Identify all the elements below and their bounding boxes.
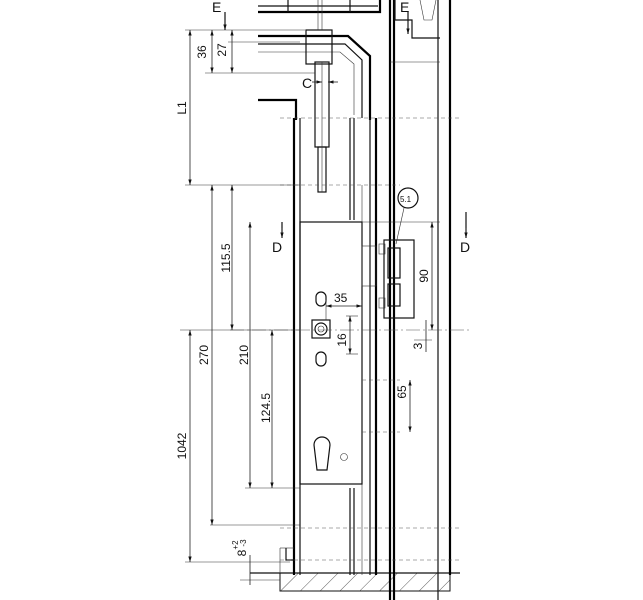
- dim-l1: L1: [175, 101, 189, 115]
- section-mark-e-left: E: [212, 0, 227, 30]
- rail-rod: [314, 61, 330, 193]
- dim-115-5: 115.5: [219, 243, 233, 272]
- dim-90: 90: [417, 269, 431, 283]
- section-mark-e-right: E: [400, 0, 410, 34]
- section-mark-d-left: D: [272, 222, 284, 255]
- section-label-d-left: D: [272, 239, 282, 255]
- callout-5-1: 5.1: [395, 187, 419, 245]
- dim-16: 16: [335, 333, 349, 347]
- dim-36: 36: [195, 45, 209, 59]
- extension-lines: [180, 29, 440, 581]
- dim-124-5: 124.5: [259, 393, 273, 423]
- section-label-e-left: E: [212, 0, 221, 15]
- dim-8: 8: [235, 549, 249, 556]
- dim-65: 65: [395, 385, 409, 399]
- strike-plate: [378, 239, 415, 319]
- dim-8-tol-minus: -3: [239, 539, 248, 547]
- dim-270: 270: [197, 345, 211, 365]
- top-frame: [258, 0, 452, 600]
- dim-8-tol-plus: +2: [231, 540, 240, 550]
- dim-210: 210: [237, 345, 251, 365]
- dim-35: 35: [334, 291, 348, 305]
- callout-label: 5.1: [400, 195, 412, 204]
- dimension-labels: 36 27 L1 115.5 270 210 124.5 1042 16 90 …: [175, 43, 431, 556]
- dim-27: 27: [215, 43, 229, 57]
- dimension-lines: [188, 30, 434, 585]
- dim-3: 3: [411, 342, 425, 349]
- section-mark-d-right: D: [460, 212, 470, 255]
- section-label-d-right: D: [460, 239, 470, 255]
- detail-label-c: C: [302, 75, 312, 91]
- dim-1042: 1042: [175, 432, 189, 459]
- lock-case: [299, 221, 377, 485]
- section-label-e-right: E: [400, 0, 409, 15]
- floor-hatch: [250, 572, 460, 592]
